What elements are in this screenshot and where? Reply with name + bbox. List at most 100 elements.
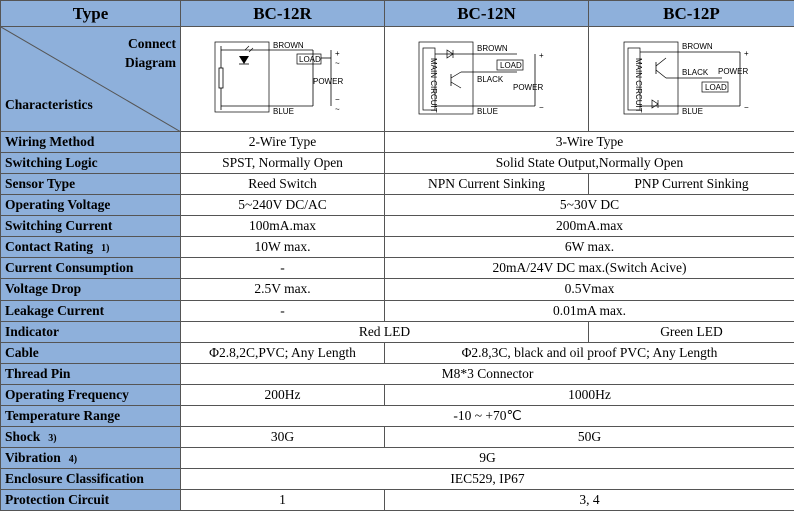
diagram-bc12n: MAIN CIRCUIT BROWN LOAD BLACK POWER BLUE… [384,26,589,133]
cell-bc12n-bc12p: Solid State Output,Normally Open [384,152,794,175]
cell-all: M8*3 Connector [180,362,794,385]
blue-wire-label: BLUE [273,107,294,116]
row-label: Temperature Range [0,404,181,427]
row-leakage-current: Leakage Current - 0.01mA max. [0,299,794,322]
cell-bc12n-bc12p: Φ2.8,3C, black and oil proof PVC; Any Le… [384,341,794,364]
row-label: Switching Current [0,215,181,238]
cell-bc12n-bc12p: 3-Wire Type [384,131,794,154]
diagram-row: Connect Diagram Characteristics BROWN LO… [0,26,794,133]
characteristics-label: Characteristics [5,97,93,113]
brown-wire-label: BROWN [477,44,508,53]
row-label: Indicator [0,320,181,343]
cell-bc12n-bc12p: 3, 4 [384,488,794,511]
load-label: LOAD [705,83,727,92]
blue-wire-label: BLUE [477,107,498,116]
cell-all: -10 ~ +70℃ [180,404,794,427]
cell-bc12r: 10W max. [180,236,385,259]
row-operating-voltage: Operating Voltage 5~240V DC/AC 5~30V DC [0,194,794,217]
type-header: Type [0,0,181,28]
row-label: Cable [0,341,181,364]
cell-bc12r: Φ2.8,2C,PVC; Any Length [180,341,385,364]
row-current-consumption: Current Consumption - 20mA/24V DC max.(S… [0,257,794,280]
row-label: Enclosure Classification [0,467,181,490]
main-circuit-label: MAIN CIRCUIT [429,58,438,113]
row-contact-rating: Contact Rating 1) 10W max. 6W max. [0,236,794,259]
plus-sign: + [335,49,340,58]
cell-bc12n-bc12p: 50G [384,425,794,448]
black-wire-label: BLACK [682,68,709,77]
footnote-ref: 1) [101,243,110,255]
cell-all: IEC529, IP67 [180,467,794,490]
row-cable: Cable Φ2.8,2C,PVC; Any Length Φ2.8,3C, b… [0,341,794,364]
cell-bc12n-bc12p: 20mA/24V DC max.(Switch Acive) [384,257,794,280]
row-switching-logic: Switching Logic SPST, Normally Open Soli… [0,152,794,175]
row-voltage-drop: Voltage Drop 2.5V max. 0.5Vmax [0,278,794,301]
cell-bc12n-bc12p: 5~30V DC [384,194,794,217]
minus-sign: − [335,95,340,104]
ac-sign-bottom: ~ [335,105,340,114]
black-wire-label: BLACK [477,75,504,84]
row-label-text: Contact Rating [5,239,94,255]
load-label: LOAD [500,61,522,70]
cell-bc12n-bc12p: 6W max. [384,236,794,259]
row-label: Voltage Drop [0,278,181,301]
brown-wire-label: BROWN [682,42,713,51]
connect-diagram-label: Connect Diagram [125,34,176,72]
row-label: Wiring Method [0,131,181,154]
cell-bc12r: 5~240V DC/AC [180,194,385,217]
power-label: POWER [313,77,343,86]
row-label: Contact Rating 1) [0,236,181,259]
cell-bc12n-bc12p: 0.5Vmax [384,278,794,301]
header-row: Type BC-12R BC-12N BC-12P [0,0,794,28]
row-enclosure-classification: Enclosure Classification IEC529, IP67 [0,467,794,490]
cell-bc12r: 200Hz [180,383,385,406]
row-protection-circuit: Protection Circuit 1 3, 4 [0,488,794,511]
row-label: Operating Voltage [0,194,181,217]
row-switching-current: Switching Current 100mA.max 200mA.max [0,215,794,238]
row-label-text: Shock [5,428,41,444]
plus-sign: + [744,49,749,58]
cell-bc12p: Green LED [588,320,794,343]
cell-bc12r: 30G [180,425,385,448]
row-wiring-method: Wiring Method 2-Wire Type 3-Wire Type [0,131,794,154]
footnote-ref: 3) [48,432,57,444]
row-indicator: Indicator Red LED Green LED [0,320,794,343]
brown-wire-label: BROWN [273,41,304,50]
row-label: Switching Logic [0,152,181,175]
diagram-row-label: Connect Diagram Characteristics [0,26,181,133]
minus-sign: − [539,103,544,112]
row-label: Sensor Type [0,173,181,196]
row-label: Protection Circuit [0,488,181,511]
row-label: Current Consumption [0,257,181,280]
cell-bc12r: SPST, Normally Open [180,152,385,175]
row-temperature-range: Temperature Range -10 ~ +70℃ [0,404,794,427]
power-label: POWER [718,67,748,76]
led-icon [238,56,249,65]
diagonal-divider [1,27,180,131]
cell-bc12r: 2.5V max. [180,278,385,301]
connect-label: Connect [128,36,176,52]
cell-bc12r: 1 [180,488,385,511]
row-label: Leakage Current [0,299,181,322]
row-thread-pin: Thread Pin M8*3 Connector [0,362,794,385]
plus-sign: + [539,51,544,60]
footnote-ref: 4) [68,453,78,465]
cell-bc12n: NPN Current Sinking [384,173,589,196]
npn-wiring-diagram: MAIN CIRCUIT BROWN LOAD BLACK POWER BLUE… [418,41,544,116]
row-label: Operating Frequency [0,383,181,406]
pnp-wiring-diagram: MAIN CIRCUIT BROWN BLACK POWER LOAD BLUE… [623,41,749,116]
diode-icon [651,99,659,109]
reed-switch-wiring-diagram: BROWN LOAD POWER BLUE + ~ − ~ [214,41,343,116]
cell-bc12n-bc12p: 1000Hz [384,383,794,406]
row-label: Thread Pin [0,362,181,385]
row-label: Shock 3) [0,425,181,448]
model-header-bc12p: BC-12P [588,0,794,28]
model-header-bc12r: BC-12R [180,0,385,28]
cell-bc12r: Reed Switch [180,173,385,196]
row-label-text: Vibration [5,449,61,465]
cell-bc12r: 100mA.max [180,215,385,238]
cell-bc12r: 2-Wire Type [180,131,385,154]
